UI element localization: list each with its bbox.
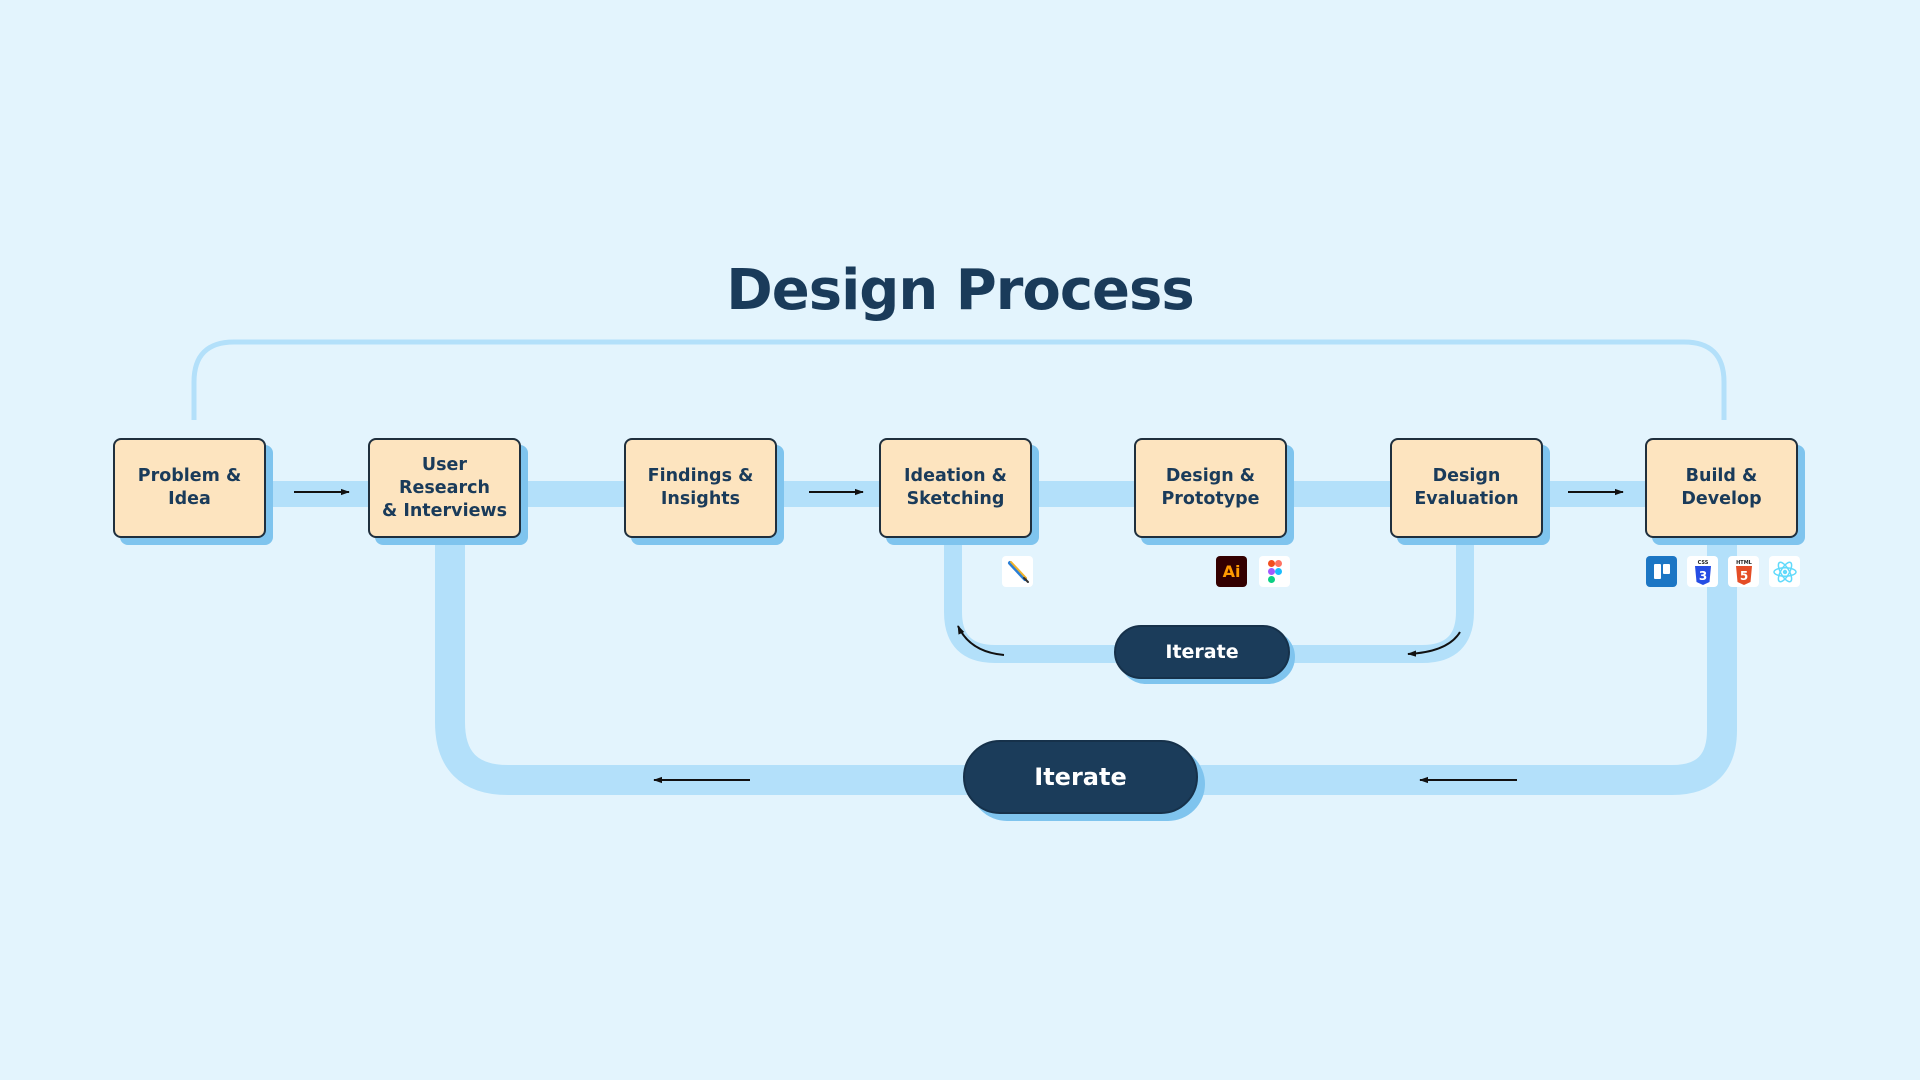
stage-label: Design Evaluation	[1414, 466, 1519, 509]
svg-text:5: 5	[1739, 569, 1747, 583]
stage-label: Findings & Insights	[647, 466, 754, 509]
stage-label: Problem & Idea	[137, 466, 242, 509]
stage-label: Build & Develop	[1681, 466, 1762, 509]
arrow-small-left	[957, 625, 1005, 656]
stage-label: Design & Prototype	[1161, 466, 1260, 509]
arrow-small-right	[1407, 631, 1461, 657]
react-icon	[1769, 556, 1800, 587]
stage-ideation-sketching: Ideation & Sketching	[879, 438, 1032, 538]
pencil-icon	[1002, 556, 1033, 587]
stage-label: User Research & Interviews	[381, 454, 508, 521]
stage-build-develop: Build & Develop	[1645, 438, 1798, 538]
stage-findings-insights: Findings & Insights	[624, 438, 777, 538]
stage-problem-idea: Problem & Idea	[113, 438, 266, 538]
iterate-large-pill: Iterate	[963, 740, 1198, 814]
html5-icon: HTML 5	[1728, 556, 1759, 587]
illustrator-icon: Ai	[1216, 556, 1247, 587]
html-text: HTML	[1736, 560, 1753, 566]
top-feedback-line	[191, 339, 1727, 420]
stage-label: Ideation & Sketching	[904, 466, 1007, 509]
css-text: CSS	[1697, 560, 1708, 566]
large-iterate-loop	[435, 540, 1737, 795]
iterate-small-pill: Iterate	[1114, 625, 1290, 679]
figma-icon	[1259, 556, 1290, 587]
stage-design-evaluation: Design Evaluation	[1390, 438, 1543, 538]
page-title: Design Process	[726, 258, 1194, 323]
css3-icon: CSS 3	[1687, 556, 1718, 587]
stage-user-research: User Research & Interviews	[368, 438, 521, 538]
stage-design-prototype: Design & Prototype	[1134, 438, 1287, 538]
svg-text:3: 3	[1698, 569, 1706, 583]
trello-icon	[1646, 556, 1677, 587]
